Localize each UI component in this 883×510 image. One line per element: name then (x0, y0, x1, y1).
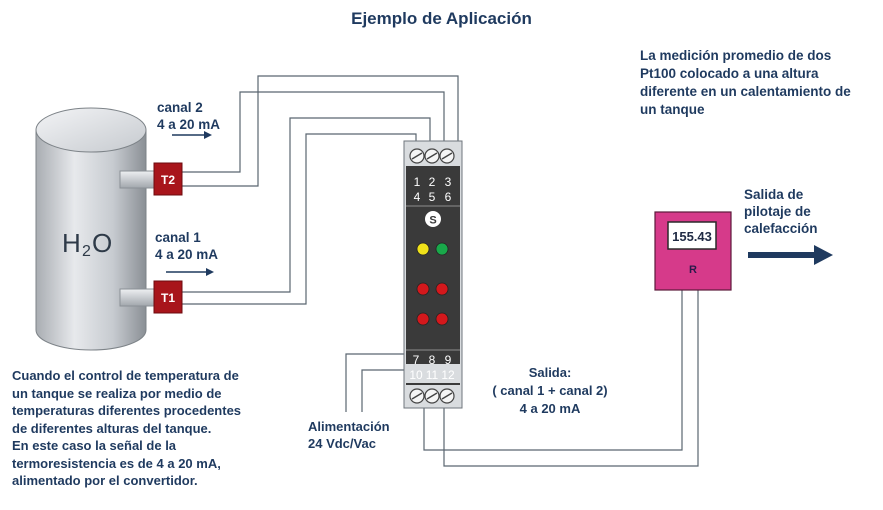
note-line: Cuando el control de temperatura de (12, 368, 239, 383)
brand-logo-letter: S (429, 215, 436, 227)
note-line: un tanque (640, 102, 705, 117)
led-yellow (416, 242, 430, 256)
channel2-name: canal 2 (157, 100, 203, 115)
pilot-line: pilotaje de (744, 204, 811, 219)
channel2-range: 4 a 20 mA (157, 117, 221, 132)
pilot-label: Salida de pilotaje de calefacción (744, 186, 864, 237)
note-line: de diferentes alturas del tanque. (12, 420, 212, 436)
sensor-t1-label: T1 (161, 291, 175, 305)
channel1-name: canal 1 (155, 230, 201, 245)
channel1-range: 4 a 20 mA (155, 247, 219, 262)
power-label: Alimentación 24 Vdc/Vac (308, 418, 428, 452)
output-formula: ( canal 1 + canal 2) (492, 383, 608, 398)
top-terminal-block (409, 148, 455, 164)
terminal-5: 5 (429, 190, 436, 204)
terminal-2: 2 (429, 175, 436, 189)
note-line: un tanque se realiza por medio de (12, 385, 222, 401)
sensor-t2-label: T2 (161, 173, 175, 187)
channel2-label: canal 2 4 a 20 mA (157, 99, 220, 133)
bottom-terminal-numbers: 7 8 9 10 11 12 (409, 353, 455, 382)
led-red (435, 282, 449, 296)
note-line: diferente en un calentamiento de (640, 84, 851, 99)
terminal-11: 11 (426, 368, 439, 382)
tank: H 2 O (35, 107, 147, 351)
page-title: Ejemplo de Aplicación (351, 9, 532, 28)
tank-label-o: O (92, 228, 112, 258)
terminal-9: 9 (445, 353, 452, 367)
terminal-1: 1 (414, 175, 421, 189)
pilot-line: Salida de (744, 187, 804, 202)
led-red (435, 312, 449, 326)
note-line: En este caso la señal de la (12, 438, 177, 453)
converter-module: 1 2 3 4 5 6 S 7 8 9 10 11 12 (403, 140, 463, 409)
note-top-right: La medición promedio de dos Pt100 coloca… (640, 47, 880, 119)
led-red (416, 312, 430, 326)
arrow-pilot (748, 245, 833, 265)
controller-display: 155.43 R (654, 211, 732, 291)
wire-output-a (443, 290, 699, 467)
output-title: Salida: (528, 365, 572, 380)
arrow-channel2 (172, 131, 212, 139)
bottom-terminal-block (409, 388, 455, 404)
tank-label-sub: 2 (82, 243, 91, 260)
note-line: temperaturas diferentes procedentes (12, 403, 242, 418)
power-name: Alimentación (308, 419, 390, 434)
output-label: Salida: ( canal 1 + canal 2) 4 a 20 mA (455, 364, 645, 418)
display-letter: R (689, 264, 697, 276)
output-range: 4 a 20 mA (519, 401, 581, 416)
power-spec: 24 Vdc/Vac (308, 436, 376, 451)
sensor-t2: T2 (153, 162, 183, 196)
probe-t2 (119, 170, 157, 189)
note-line: Pt100 colocado a una altura (640, 66, 819, 81)
wire-t2-a (182, 75, 459, 187)
terminal-12: 12 (441, 368, 455, 382)
sensor-t1: T1 (153, 280, 183, 314)
terminal-3: 3 (445, 175, 452, 189)
wire-t1-a (182, 117, 431, 293)
top-terminal-numbers: 1 2 3 4 5 6 (414, 175, 452, 204)
note-bottom-left: Cuando el control de temperatura de un t… (12, 367, 302, 490)
note-line: termoresistencia es de 4 a 20 mA, (12, 455, 221, 471)
pilot-line: calefacción (744, 221, 818, 236)
led-green (435, 242, 449, 256)
channel1-label: canal 1 4 a 20 mA (155, 229, 218, 263)
led-red (416, 282, 430, 296)
terminal-7: 7 (413, 353, 420, 367)
wire-t2-b (182, 91, 445, 173)
terminal-10: 10 (409, 368, 423, 382)
brand-logo (425, 211, 441, 227)
terminal-4: 4 (414, 190, 421, 204)
note-line: La medición promedio de dos (640, 48, 832, 63)
wire-t1-b (182, 133, 417, 305)
terminal-6: 6 (445, 190, 452, 204)
tank-label-h: H (62, 228, 81, 258)
note-line: alimentado por el convertidor. (12, 473, 198, 488)
arrow-channel1 (166, 268, 214, 276)
probe-t1 (119, 288, 157, 307)
wire-output-b (423, 290, 683, 451)
display-value: 155.43 (672, 229, 712, 244)
terminal-8: 8 (429, 353, 436, 367)
